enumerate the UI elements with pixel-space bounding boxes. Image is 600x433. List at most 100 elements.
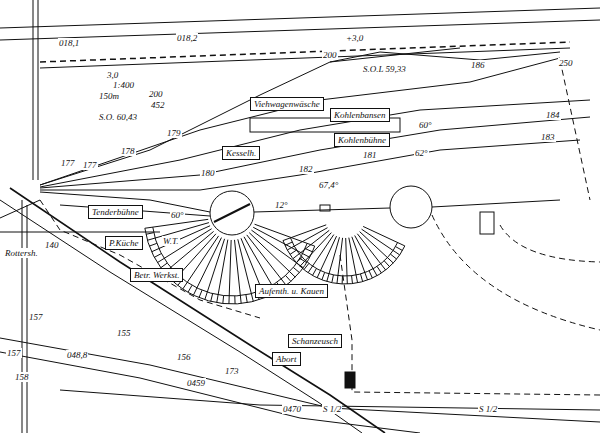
track-label: 12°	[274, 200, 289, 210]
track-label: 158	[14, 372, 30, 382]
stall-track	[246, 295, 247, 303]
stall-track	[235, 240, 242, 304]
building-box: Abort	[272, 352, 301, 366]
stall-track	[351, 276, 353, 284]
stall-track	[146, 233, 154, 235]
roundhouse-wall	[283, 241, 405, 284]
stall-track	[384, 261, 389, 267]
stall-track	[229, 240, 231, 304]
track-label: W.T.	[162, 236, 180, 246]
building-name: Kesselh.	[226, 148, 256, 158]
stall-track	[313, 268, 317, 275]
building-box: Aufenth. u. Kauen	[255, 284, 328, 298]
track-label: 177	[82, 160, 98, 170]
stall-track	[355, 235, 377, 275]
track-label: 180	[200, 168, 216, 178]
track-label: 155	[116, 328, 132, 338]
stall-track	[304, 263, 309, 269]
track-label: 0459	[186, 378, 206, 388]
track-label: +3,0	[345, 33, 364, 43]
building-name: Abort	[276, 354, 297, 364]
building-name: Schanzeusch	[292, 336, 338, 346]
building-box: Viehwagenwäsche	[250, 97, 324, 111]
stall-track	[317, 236, 336, 278]
track-label: 60°	[418, 120, 433, 130]
track-label: 157	[28, 312, 44, 322]
stall-track	[390, 254, 396, 259]
stall-track	[293, 267, 299, 272]
stall-track	[145, 219, 208, 228]
stall-track	[286, 275, 291, 281]
track-label: 183	[540, 132, 556, 142]
track-label: S.O.L 59,33	[362, 64, 407, 74]
building-box: Betr. Werkst.	[130, 268, 183, 282]
track-label: 1:400	[112, 80, 135, 90]
stall-track	[211, 294, 213, 302]
track-label: 173	[224, 366, 240, 376]
stall-track	[283, 225, 326, 241]
stall-track	[285, 242, 292, 245]
track-label: 186	[470, 60, 486, 70]
track-label: 250	[558, 58, 574, 68]
stall-track	[249, 233, 295, 277]
stall-track	[199, 290, 202, 297]
track-label: 181	[362, 150, 378, 160]
stall-track	[234, 296, 235, 304]
track-label: 200	[322, 50, 338, 60]
track-label: 62°	[414, 148, 429, 158]
track-label: 018,2	[176, 33, 198, 43]
stall-track	[322, 272, 325, 279]
stall-track	[360, 274, 362, 282]
roundhouse-wall	[290, 238, 397, 276]
track-label: 200	[148, 89, 164, 99]
building-name: Viehwagenwäsche	[254, 99, 320, 109]
building-box: Kohlenbühne	[334, 133, 390, 147]
track-label: 3,0	[106, 70, 119, 80]
building-name: Kohlenbühne	[338, 135, 386, 145]
building-box: Schanzeusch	[288, 334, 342, 348]
track-label: 018,1	[58, 38, 80, 48]
track-label: 140	[44, 240, 60, 250]
track-label: 0470	[282, 404, 302, 414]
track-label: S 1/2	[322, 404, 342, 414]
stall-track	[296, 257, 302, 262]
track-label: Rottersh.	[4, 248, 39, 258]
track-label: S 1/2	[478, 404, 498, 414]
stall-track	[377, 266, 381, 273]
stall-track	[247, 235, 286, 285]
building-name: Kohlenbansen	[334, 110, 386, 120]
track-label: 177	[60, 158, 76, 168]
stall-track	[205, 239, 225, 300]
building-box: Kohlenbansen	[330, 108, 390, 122]
stall-track	[305, 249, 312, 252]
track-label: 048,8	[66, 350, 88, 360]
track-label: 150m	[98, 91, 120, 101]
stall-track	[154, 254, 161, 258]
stall-track	[188, 285, 192, 292]
stall-track	[149, 243, 157, 246]
track-label: 182	[298, 164, 314, 174]
stall-track	[287, 228, 327, 250]
track-label: S.O. 60,43	[98, 112, 138, 122]
stall-track	[352, 237, 368, 280]
stall-track	[152, 226, 210, 252]
building-name: Betr. Werkst.	[134, 270, 179, 280]
stall-track	[363, 226, 405, 245]
building-box: P.Küche	[105, 236, 143, 250]
track-label: 156	[176, 352, 192, 362]
stall-track	[217, 240, 228, 303]
track-label: 60°	[170, 210, 185, 220]
track-label: 452	[150, 100, 166, 110]
stall-track	[222, 296, 224, 304]
stall-track	[255, 224, 315, 246]
track-label: 157	[6, 348, 22, 358]
stall-track	[332, 275, 334, 283]
track-label: 67,4°	[318, 180, 339, 190]
building-name: Tenderbühne	[92, 207, 139, 217]
stall-track	[369, 271, 372, 278]
track-label: 184	[545, 110, 561, 120]
building-name: Aufenth. u. Kauen	[259, 286, 324, 296]
stall-track	[395, 247, 402, 251]
stall-track	[290, 250, 297, 254]
